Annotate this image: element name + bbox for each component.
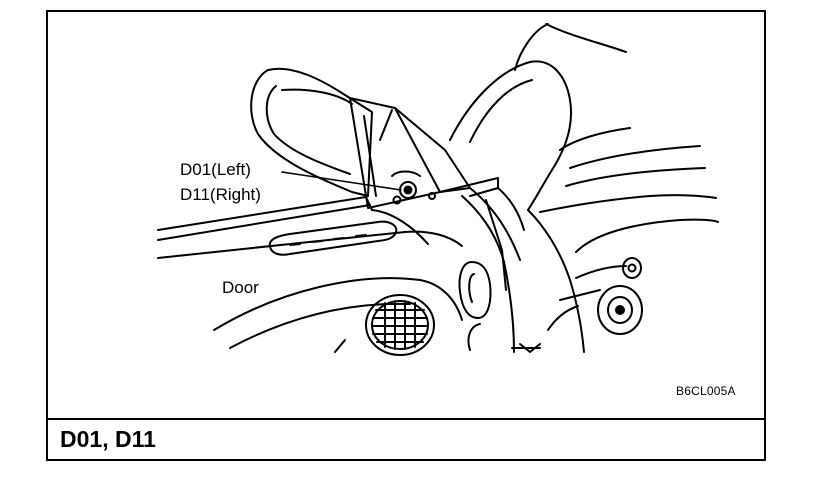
hinge-openings (458, 261, 492, 351)
speaker-grille (365, 294, 435, 356)
callout-d01-left: D01(Left) (180, 160, 251, 179)
rear-speaker (597, 257, 643, 335)
a-pillar (461, 187, 525, 353)
callout-d11-right: D11(Right) (180, 185, 261, 204)
caption-divider (46, 418, 766, 420)
floor-details (511, 305, 579, 353)
rear-body-panel (527, 194, 719, 353)
figure-code: B6CL005A (676, 384, 736, 398)
door-handle-recess (268, 220, 398, 256)
seat-back (449, 23, 706, 211)
door-mirror-illustration (157, 23, 719, 356)
figure-caption: D01, D11 (60, 426, 156, 452)
door-panel (157, 209, 463, 353)
callout-door: Door (222, 278, 259, 297)
leader-line (281, 171, 402, 191)
door-belt-line (157, 177, 499, 241)
figure-frame (46, 10, 766, 461)
